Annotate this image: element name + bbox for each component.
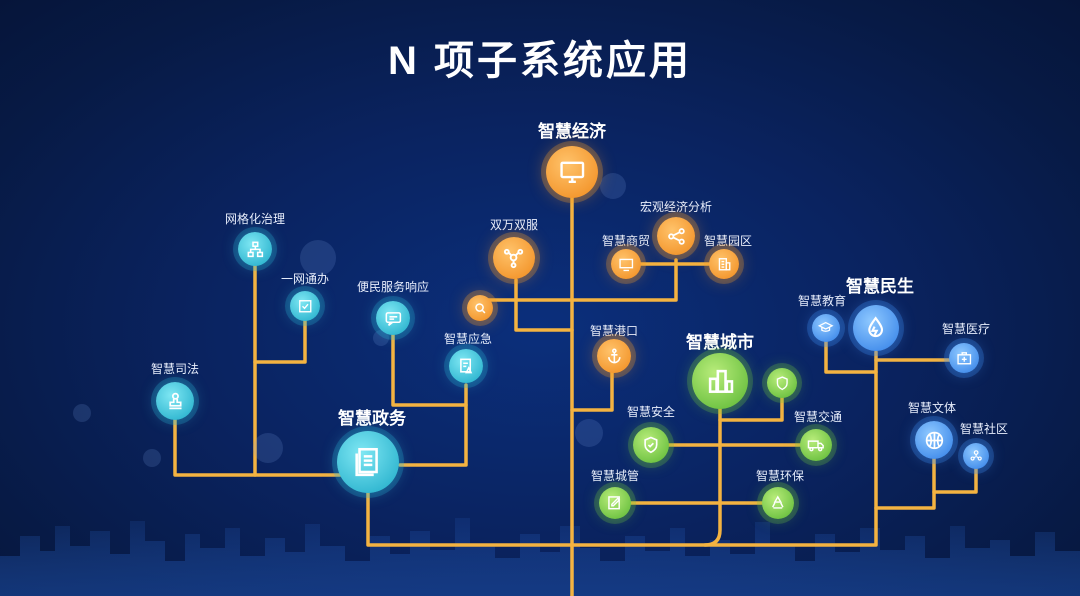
label-education: 智慧教育 — [797, 294, 847, 308]
monitor-icon — [560, 161, 584, 183]
branch-onenet — [253, 318, 307, 364]
decor-bubble — [600, 173, 626, 199]
label-macro: 宏观经济分析 — [639, 200, 713, 214]
node-emergency[interactable] — [449, 349, 483, 383]
node-grid[interactable] — [238, 232, 272, 266]
label-community: 智慧社区 — [959, 422, 1009, 436]
checklist-icon — [298, 299, 312, 313]
branch-gov-main — [366, 350, 878, 547]
branch-gov-right — [398, 403, 468, 467]
label-grid: 网格化治理 — [224, 212, 286, 226]
label-city: 智慧城市 — [686, 333, 754, 352]
branch-double — [514, 278, 574, 332]
building-icon — [718, 257, 731, 271]
node-justice[interactable] — [156, 382, 194, 420]
node-community[interactable] — [963, 443, 989, 469]
label-park: 智慧园区 — [703, 234, 753, 248]
node-medical[interactable] — [949, 343, 979, 373]
node-double[interactable] — [493, 237, 535, 279]
node-commerce[interactable] — [611, 249, 641, 279]
node-people[interactable] — [853, 305, 899, 351]
label-economy: 智慧经济 — [538, 122, 606, 141]
label-port: 智慧港口 — [589, 324, 639, 338]
node-search[interactable] — [467, 295, 493, 321]
label-gov: 智慧政务 — [338, 409, 406, 428]
water-drop-icon — [868, 316, 884, 338]
node-culture[interactable] — [915, 421, 953, 459]
screen-icon — [619, 258, 633, 271]
label-traffic: 智慧交通 — [793, 410, 843, 424]
node-safety[interactable] — [633, 427, 669, 463]
recycle-icon — [772, 495, 784, 509]
node-onenet[interactable] — [290, 291, 320, 321]
label-culture: 智慧文体 — [907, 401, 957, 415]
stamp-icon — [168, 392, 182, 409]
branch-culture — [874, 438, 936, 510]
label-justice: 智慧司法 — [150, 362, 200, 376]
label-medical: 智慧医疗 — [941, 322, 991, 336]
hierarchy-icon — [247, 241, 263, 257]
decor-bubble — [143, 449, 161, 467]
node-education[interactable] — [812, 314, 840, 342]
node-park[interactable] — [709, 249, 739, 279]
node-citymgmt[interactable] — [599, 487, 631, 519]
node-city[interactable] — [692, 353, 748, 409]
medical-kit-icon — [957, 351, 971, 365]
decor-bubble — [575, 419, 603, 447]
branch-city — [703, 398, 722, 547]
city-buildings-icon — [708, 369, 733, 393]
branch-service — [391, 333, 468, 407]
label-citymgmt: 智慧城管 — [590, 469, 640, 483]
anchor-icon — [607, 348, 621, 363]
branch-port — [570, 368, 614, 412]
decor-bubble — [73, 404, 91, 422]
truck-icon — [807, 440, 825, 452]
label-env: 智慧环保 — [755, 469, 805, 483]
decor-bubble — [373, 330, 389, 346]
alert-doc-icon — [459, 358, 472, 374]
page-title: N 项子系统应用 — [388, 39, 692, 83]
label-safety: 智慧安全 — [626, 405, 676, 419]
graduation-cap-icon — [818, 322, 834, 333]
chat-icon — [385, 311, 401, 326]
community-icon — [970, 450, 982, 461]
basketball-icon — [925, 431, 943, 449]
branch-people — [824, 326, 964, 374]
node-macro[interactable] — [657, 217, 695, 255]
search-icon — [475, 303, 486, 314]
label-people: 智慧民生 — [846, 277, 914, 296]
label-service: 便民服务响应 — [356, 280, 430, 294]
node-port[interactable] — [597, 339, 631, 373]
decor-bubble — [253, 433, 283, 463]
node-traffic[interactable] — [800, 429, 832, 461]
node-env[interactable] — [762, 487, 794, 519]
shield-icon — [776, 376, 788, 390]
city-skyline — [0, 518, 1080, 596]
branch-gov-left — [173, 418, 342, 477]
edit-doc-icon — [608, 496, 621, 510]
label-commerce: 智慧商贸 — [601, 234, 651, 248]
label-onenet: 一网通办 — [280, 272, 330, 286]
share-icon — [667, 227, 685, 245]
network-icon — [504, 249, 524, 269]
node-gov[interactable] — [337, 431, 399, 493]
shield-check-icon — [644, 436, 658, 454]
label-double: 双万双服 — [489, 218, 539, 232]
decor-bubble — [300, 240, 336, 276]
label-emergency: 智慧应急 — [443, 332, 493, 346]
node-shield[interactable] — [767, 368, 797, 398]
node-economy[interactable] — [546, 146, 598, 198]
node-service[interactable] — [376, 301, 410, 335]
documents-icon — [355, 447, 378, 477]
